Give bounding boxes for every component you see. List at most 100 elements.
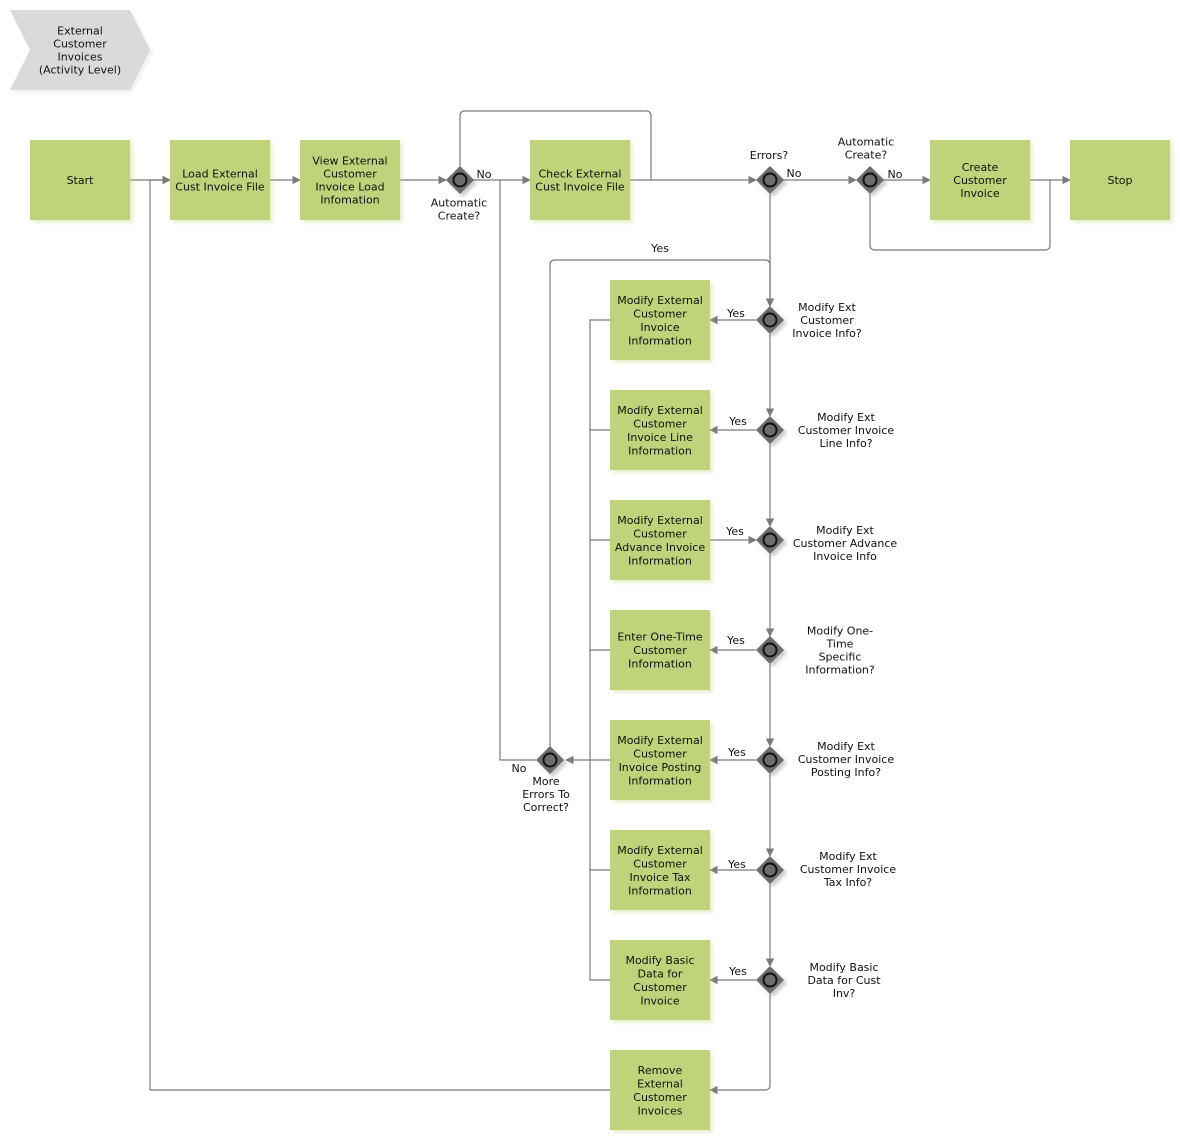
label-line: Customer — [633, 417, 687, 430]
label-line: Modify External — [617, 514, 703, 527]
label-line: Automatic — [431, 197, 487, 210]
activity-start-label: Start — [67, 174, 95, 187]
label-line: More — [532, 775, 560, 788]
label-line: Invoice Info? — [792, 327, 862, 340]
label-line: Cust Invoice File — [175, 181, 265, 194]
label-line: Automatic — [838, 136, 894, 149]
label-line: Infomation — [320, 194, 379, 207]
activity-load[interactable] — [170, 140, 270, 220]
edge-label-info-yes: Yes — [726, 307, 745, 320]
activity-create[interactable] — [930, 140, 1030, 220]
label-line: Modify Ext — [817, 740, 875, 753]
label-line: Modify Basic — [625, 954, 694, 967]
label-line: Customer — [633, 981, 687, 994]
label-line: Modify External — [617, 404, 703, 417]
label-line: Customer — [53, 38, 107, 51]
label-line: Customer — [633, 1091, 687, 1104]
activity-mod-line[interactable] — [610, 390, 710, 470]
activity-stop-label: Stop — [1107, 174, 1132, 187]
label-line: View External — [312, 155, 387, 168]
edge-label-basic-yes: Yes — [728, 965, 747, 978]
edge-label-line-yes: Yes — [728, 415, 747, 428]
activity-mod-tax[interactable] — [610, 830, 710, 910]
activity-start[interactable] — [30, 140, 130, 220]
label-line: Information — [628, 334, 692, 347]
edge-label-auto1-no: No — [477, 168, 492, 181]
label-line: Customer — [633, 527, 687, 540]
activity-mod-adv[interactable] — [610, 500, 710, 580]
label-line: Specific — [819, 651, 862, 664]
label-line: Information? — [805, 664, 875, 677]
label-line: Customer — [633, 307, 687, 320]
label-line: Data for — [638, 967, 683, 980]
label-line: Create? — [438, 210, 481, 223]
label-line: Modify Ext — [798, 301, 856, 314]
gateway-auto1[interactable] — [446, 166, 474, 194]
label-line: Customer — [323, 168, 377, 181]
activity-mod-basic[interactable] — [610, 940, 710, 1020]
activity-remove[interactable] — [610, 1050, 710, 1130]
gateway-errors[interactable] — [756, 166, 784, 194]
label-line: Customer — [953, 174, 1007, 187]
label-line: Invoice Line — [627, 431, 693, 444]
label-line: Invoice Load — [315, 181, 384, 194]
activity-check[interactable] — [530, 140, 630, 220]
label-line: Remove — [638, 1064, 683, 1077]
label-line: Modify Ext — [816, 524, 874, 537]
gateway-q-adv[interactable] — [756, 526, 784, 554]
label-line: Line Info? — [819, 437, 872, 450]
edge-label-one-yes: Yes — [726, 634, 745, 647]
edge-label-auto2-no: No — [888, 168, 903, 181]
label-line: Invoice — [640, 321, 680, 334]
label-line: Correct? — [523, 801, 569, 814]
label-line: Information — [628, 444, 692, 457]
label-line: Errors? — [750, 149, 789, 162]
label-line: Information — [628, 554, 692, 567]
activity-view[interactable] — [300, 140, 400, 220]
edge-label-errors-no: No — [787, 167, 802, 180]
gateway-q-info[interactable] — [756, 306, 784, 334]
label-line: Invoice Tax — [630, 871, 691, 884]
label-line: Customer — [633, 747, 687, 760]
label-line: Customer Invoice — [800, 863, 896, 876]
activity-mod-post[interactable] — [610, 720, 710, 800]
label-line: Modify Basic — [809, 961, 878, 974]
label-line: External — [57, 25, 103, 38]
label-line: Posting Info? — [811, 766, 881, 779]
activity-stop[interactable] — [1070, 140, 1170, 220]
label-line: Invoice — [640, 994, 680, 1007]
activity-one-time[interactable] — [610, 610, 710, 690]
label-line: Customer Invoice — [798, 424, 894, 437]
label-line: Invoices — [57, 51, 102, 64]
gateway-q-post[interactable] — [756, 746, 784, 774]
gateway-q-one[interactable] — [756, 636, 784, 664]
gateway-errors-label: Errors? — [750, 149, 789, 162]
label-line: Customer — [800, 314, 854, 327]
gateway-more[interactable] — [536, 746, 564, 774]
label-line: Information — [628, 774, 692, 787]
label-line: Time — [826, 638, 854, 651]
activity-mod-info[interactable] — [610, 280, 710, 360]
label-line: Data for Cust — [807, 974, 881, 987]
gateway-q-line[interactable] — [756, 416, 784, 444]
label-line: Customer — [633, 644, 687, 657]
gateway-q-tax[interactable] — [756, 856, 784, 884]
gateway-q-basic[interactable] — [756, 966, 784, 994]
header-chevron — [10, 10, 150, 90]
label-line: Customer — [633, 857, 687, 870]
label-line: Create? — [845, 149, 888, 162]
gateway-auto2[interactable] — [856, 166, 884, 194]
edge-label-tax-yes: Yes — [727, 858, 746, 871]
